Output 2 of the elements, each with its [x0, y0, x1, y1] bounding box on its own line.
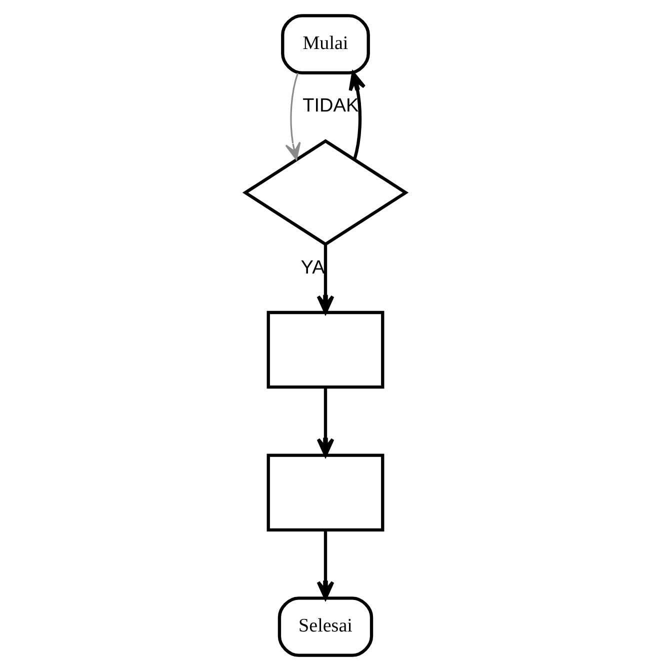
edge-label: TIDAK: [302, 95, 358, 116]
edge-label: YA: [300, 257, 324, 278]
